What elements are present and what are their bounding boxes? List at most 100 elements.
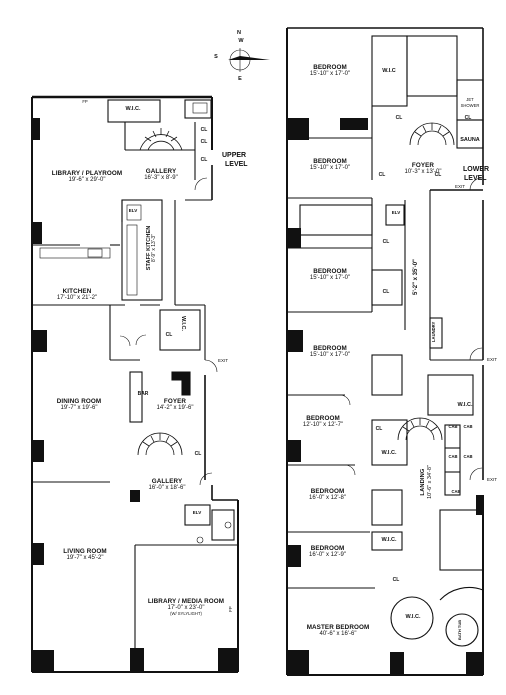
upper-level-stairs: [137, 128, 183, 456]
corridor-dim: 5'-2" x 35'-0": [413, 259, 419, 295]
bedroom-2-label: BEDROOM 15'-10" x 17'-0": [295, 158, 365, 172]
dining-room-name: DINING ROOM: [56, 398, 102, 405]
foyer-upper-dim: 14'-2" x 19'-6": [156, 405, 194, 412]
lower-wic-3: W.I.C.: [381, 450, 397, 456]
upper-cl-e: CL: [194, 451, 202, 457]
media-room-name: LIBRARY / MEDIA ROOM: [147, 598, 225, 605]
upper-level-fixtures: [39, 102, 232, 544]
library-playroom-label: LIBRARY / PLAYROOM 19'-6" x 29'-0": [42, 170, 132, 184]
kitchen-dim: 17'-10" x 21'-2": [56, 295, 98, 302]
upper-exit: EXIT: [217, 358, 228, 363]
bedroom-2-name: BEDROOM: [313, 158, 347, 165]
compass-n: N: [237, 30, 241, 36]
gallery-bottom-name: GALLERY: [151, 478, 183, 485]
foyer-lower-dim: 10'-3" x 13'-0": [404, 169, 442, 176]
foyer-lower-label: FOYER 10'-3" x 13'-0": [398, 162, 448, 176]
staff-kitchen-label: STAFF KITCHEN 8'-9" x 13'-3": [146, 208, 158, 288]
lower-exit-2: EXIT: [486, 357, 497, 362]
upper-cl-d: CL: [165, 332, 173, 338]
lower-cl-2: CL: [464, 115, 472, 121]
bedroom-3-label: BEDROOM 15'-10" x 17'-0": [295, 268, 365, 282]
upper-level-doors: [119, 177, 218, 486]
lower-level-columns: [287, 118, 484, 675]
lower-level-doors: [339, 177, 483, 481]
master-bedroom-dim: 40'-6" x 16'-6": [319, 631, 357, 638]
bedroom-5-label: BEDROOM 12'-10" x 12'-7": [293, 415, 353, 429]
gallery-top-name: GALLERY: [145, 168, 177, 175]
gallery-bottom-dim: 16'-0" x 18'-6": [148, 485, 186, 492]
upper-wic-top: W.I.C.: [125, 106, 141, 112]
lower-exit-3: EXIT: [486, 477, 497, 482]
bedroom-3-dim: 15'-10" x 17'-0": [309, 275, 351, 282]
lower-wic-2: W.I.C.: [457, 402, 473, 408]
dining-room-label: DINING ROOM 19'-7" x 19'-6": [44, 398, 114, 412]
landing-label: LANDING 10'-6" x 34'-8": [420, 452, 433, 512]
master-bedroom-label: MASTER BEDROOM 40'-6" x 16'-6": [298, 624, 378, 638]
upper-fp: FP: [82, 99, 88, 104]
bedroom-6-label: BEDROOM 16'-0" x 12'-8": [295, 488, 360, 502]
bedroom-5-name: BEDROOM: [306, 415, 340, 422]
gallery-bottom-label: GALLERY 16'-0" x 18'-6": [140, 478, 194, 492]
jet-shower-1: JET: [466, 97, 474, 102]
lower-wic-1: W.I.C: [382, 68, 396, 74]
lower-wic-5: W.I.C.: [405, 614, 421, 620]
lower-cl-4: CL: [434, 172, 442, 178]
landing-dim: 10'-6" x 34'-8": [426, 465, 433, 499]
bedroom-1-dim: 15'-10" x 17'-0": [309, 71, 351, 78]
lower-level-title-1: LOWER: [463, 166, 490, 173]
bedroom-5-dim: 12'-10" x 12'-7": [302, 422, 344, 429]
bedroom-6-dim: 16'-0" x 12'-8": [309, 495, 346, 502]
lower-cl-5: CL: [382, 239, 390, 245]
kitchen-label: KITCHEN 17'-10" x 21'-2": [42, 288, 112, 302]
master-bedroom-name: MASTER BEDROOM: [306, 624, 370, 631]
gallery-top-label: GALLERY 16'-3" x 8'-9": [136, 168, 186, 182]
upper-cl-b: CL: [200, 139, 208, 145]
dining-room-dim: 19'-7" x 19'-6": [60, 405, 98, 412]
upper-level-walls: [31, 95, 239, 673]
upper-bar: BAR: [137, 391, 149, 397]
foyer-upper-name: FOYER: [163, 398, 187, 405]
bedroom-1-name: BEDROOM: [313, 64, 347, 71]
living-room-name: LIVING ROOM: [63, 548, 107, 555]
compass-s: S: [214, 54, 218, 60]
cab-2: CAB: [463, 424, 473, 429]
upper-wic-mid: W.I.C.: [180, 316, 186, 331]
bathtub-label: BATH TUB: [457, 619, 462, 640]
upper-level-title-2: LEVEL: [225, 161, 248, 168]
kitchen-name: KITCHEN: [62, 288, 92, 295]
upper-cl-a: CL: [200, 127, 208, 133]
gallery-top-dim: 16'-3" x 8'-9": [144, 175, 178, 182]
upper-level-title-1: UPPER: [222, 152, 247, 159]
lower-cl-6: CL: [382, 289, 390, 295]
compass-w: W: [238, 38, 244, 44]
living-room-label: LIVING ROOM 19'-7" x 45'-2": [50, 548, 120, 562]
library-playroom-dim: 19'-6" x 29'-0": [68, 177, 106, 184]
lower-level-stairs: [397, 122, 455, 441]
compass-rose-icon: [228, 48, 270, 72]
bedroom-7-name: BEDROOM: [310, 545, 345, 552]
foyer-lower-name: FOYER: [411, 162, 435, 169]
lower-exit-1: EXIT: [454, 184, 465, 189]
bedroom-2-dim: 15'-10" x 17'-0": [309, 165, 351, 172]
bedroom-1-label: BEDROOM 15'-10" x 17'-0": [295, 64, 365, 78]
bedroom-3-name: BEDROOM: [313, 268, 347, 275]
bedroom-7-dim: 16'-0" x 12'-9": [309, 552, 346, 559]
media-room-note: (W/ SYLYLIGHT): [170, 611, 202, 617]
lower-elv: ELV: [391, 210, 401, 215]
upper-cl-c: CL: [200, 157, 208, 163]
media-room-dim: 17'-0" x 23'-0": [167, 605, 205, 612]
lower-laundry: LAUNDRY: [431, 321, 436, 342]
bedroom-7-label: BEDROOM 16'-0" x 12'-9": [295, 545, 360, 559]
cab-3: CAB: [448, 454, 458, 459]
living-room-dim: 19'-7" x 45'-2": [66, 555, 104, 562]
upper-level-columns: [32, 118, 238, 672]
foyer-upper-label: FOYER 14'-2" x 19'-6": [148, 398, 202, 412]
bedroom-4-name: BEDROOM: [313, 345, 347, 352]
lower-cl-7: CL: [375, 426, 383, 432]
media-room-label: LIBRARY / MEDIA ROOM 17'-0" x 23'-0" (W/…: [140, 598, 232, 617]
lower-sauna: SAUNA: [460, 137, 480, 143]
compass-e: E: [238, 76, 242, 82]
upper-fp2: FP: [228, 606, 233, 612]
staff-kitchen-dim: 8'-9" x 13'-3": [151, 234, 158, 262]
